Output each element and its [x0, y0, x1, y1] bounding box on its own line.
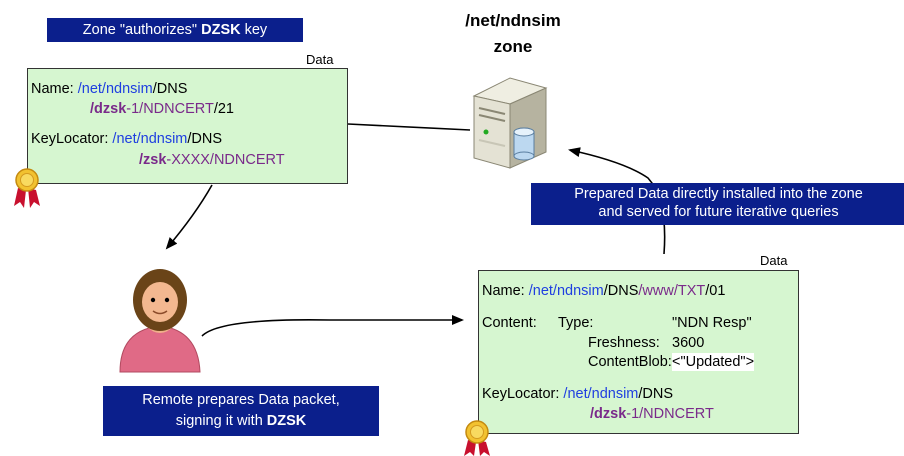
prepared-line2: and served for future iterative queries: [598, 204, 839, 220]
prepared-data-callout: Prepared Data directly installed into th…: [531, 183, 904, 225]
type-key: Type:: [558, 315, 594, 331]
resp-keylocator-prefix: /net/ndnsim: [563, 386, 639, 402]
zone-authorizes-callout: Zone "authorizes" DZSK key: [47, 18, 303, 42]
keylocator-label: KeyLocator:: [31, 131, 113, 147]
zone-title-line1: /net/ndnsim: [465, 11, 561, 30]
resp-name-p1: /net/ndnsim: [528, 283, 604, 299]
name-dzsk: /dzsk: [90, 101, 127, 117]
resp-name-p3: /www/TXT: [638, 283, 706, 299]
resp-keylocator-label: KeyLocator:: [482, 386, 564, 402]
keylocator-dns: /DNS: [187, 131, 223, 147]
callout-suffix: key: [240, 22, 268, 38]
zone-title: /net/ndnsim zone: [440, 8, 586, 60]
dzsk-certificate-box: [27, 68, 348, 184]
dzsk-name-line1: Name: /net/ndnsim/DNS: [31, 80, 187, 98]
resp-keylocator-rest: -1/NDNCERT: [626, 406, 714, 422]
name-version: /21: [213, 101, 234, 117]
content-label: Content:: [482, 315, 537, 331]
cert-to-server-line: [347, 123, 471, 131]
remote-prepares-callout: Remote prepares Data packet, signing it …: [103, 386, 379, 436]
response-keylocator-line2: /dzsk-1/NDNCERT: [590, 405, 714, 423]
remote-line2-prefix: signing it with: [175, 413, 267, 429]
type-value: "NDN Resp": [672, 315, 752, 331]
resp-name-p4: /01: [705, 283, 726, 299]
freshness-key: Freshness:: [588, 335, 660, 351]
zone-title-line2: zone: [493, 37, 533, 56]
response-data-tag: Data: [760, 253, 788, 268]
dzsk-keylocator-line1: KeyLocator: /net/ndnsim/DNS: [31, 130, 222, 148]
prepared-line1: Prepared Data directly installed into th…: [574, 186, 863, 202]
remote-line2: signing it with DZSK: [103, 411, 379, 432]
name-ndncert: /NDNCERT: [139, 101, 214, 117]
callout-bold-dzsk: DZSK: [201, 22, 241, 38]
dzsk-name-line2: /dzsk-1/NDNCERT/21: [90, 100, 234, 118]
response-data-box: [478, 270, 799, 434]
resp-name-p2: /DNS: [603, 283, 639, 299]
dzsk-keylocator-line2: /zsk-XXXX/NDNCERT: [139, 151, 285, 169]
response-name-line: Name: /net/ndnsim/DNS/www/TXT/01: [482, 282, 725, 300]
contentblob-value: <"Updated">: [672, 353, 755, 371]
callout-prefix: Zone "authorizes": [82, 22, 202, 38]
remote-line1: Remote prepares Data packet,: [142, 392, 340, 408]
resp-name-label: Name:: [482, 283, 529, 299]
dzsk-cert-tag: Data: [306, 52, 334, 67]
remote-line2-bold: DZSK: [266, 413, 307, 429]
keylocator-zsk-rest: -XXXX/NDNCERT: [166, 152, 285, 168]
resp-keylocator-dzsk: /dzsk: [590, 406, 627, 422]
response-keylocator-line1: KeyLocator: /net/ndnsim/DNS: [482, 385, 673, 403]
name-label: Name:: [31, 81, 78, 97]
name-dzsk-num: -1: [126, 101, 140, 117]
name-prefix: /net/ndnsim: [77, 81, 153, 97]
keylocator-prefix: /net/ndnsim: [112, 131, 188, 147]
contentblob-key: ContentBlob:: [588, 354, 672, 370]
keylocator-zsk: /zsk: [139, 152, 167, 168]
resp-keylocator-dns: /DNS: [638, 386, 674, 402]
freshness-value: 3600: [672, 335, 705, 351]
remote-to-data-arrow: [201, 315, 464, 337]
cert-to-remote-arrow: [165, 184, 213, 250]
name-dns: /DNS: [152, 81, 188, 97]
